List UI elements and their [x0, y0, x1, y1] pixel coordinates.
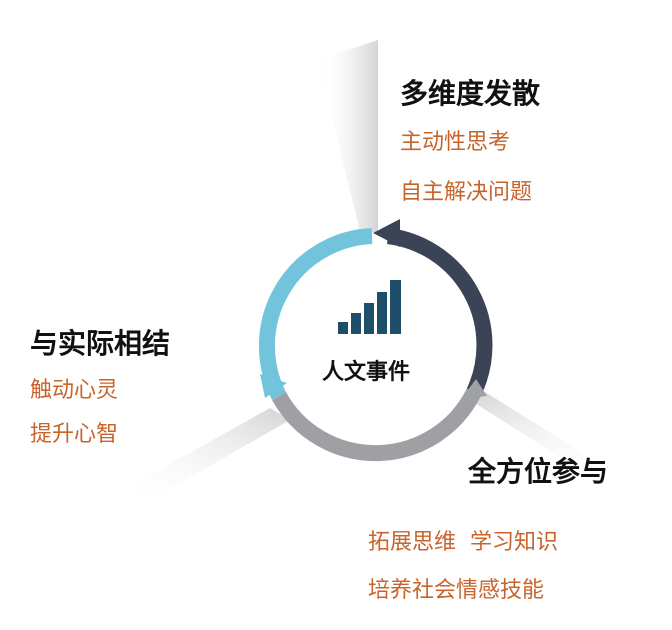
left-section-item: 提升心智 — [30, 422, 119, 447]
left-divider-shadow — [120, 408, 290, 500]
top-divider-shadow — [318, 40, 378, 232]
center-label: 人文事件 — [322, 360, 411, 385]
arrowhead-left — [260, 374, 287, 398]
cycle-arc-bottom — [271, 388, 482, 462]
left-section-item: 触动心灵 — [30, 378, 119, 403]
arrowhead-top — [373, 219, 400, 247]
arrowhead-bottom-right — [461, 379, 487, 399]
top-section-item: 自主解决问题 — [400, 180, 533, 205]
bottom-section-title: 全方位参与 — [468, 455, 609, 488]
right-divider-shadow — [470, 392, 610, 476]
top-section-title: 多维度发散 — [400, 77, 541, 110]
bottom-section-item: 培养社会情感技能 — [368, 578, 545, 603]
cycle-arc-top-right — [386, 228, 493, 396]
top-section-item: 主动性思考 — [400, 130, 511, 155]
left-section-title: 与实际相结 — [30, 327, 171, 360]
bar-chart-icon — [338, 280, 401, 334]
bottom-section-item: 拓展思维 学习知识 — [368, 530, 558, 555]
cycle-arc-left — [258, 228, 373, 400]
